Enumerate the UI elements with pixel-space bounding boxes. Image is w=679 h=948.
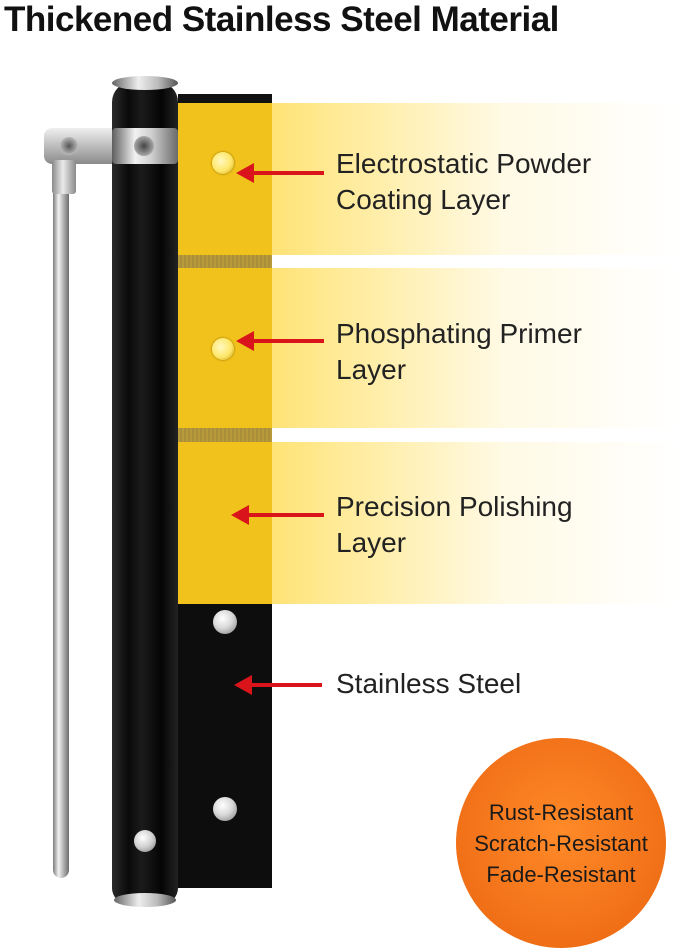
layer-divider-2 [178,428,272,442]
page-title: Thickened Stainless Steel Material [4,0,559,39]
layer-label-1-line2: Coating Layer [336,184,511,215]
plate-hole-2 [212,338,234,360]
plate-top-edge [178,94,272,103]
plate-hole-3 [213,610,237,634]
cylinder-rivet [134,830,156,852]
layer-label-1: Electrostatic Powder Coating Layer [336,146,591,218]
powder-coating-layer [178,103,272,255]
layer-label-3-line1: Precision Polishing [336,491,573,522]
layer-label-4: Stainless Steel [336,666,521,702]
cylinder-top-cap [112,76,178,90]
layer-label-2-line2: Layer [336,354,407,385]
rod-arm-screw-icon [60,137,78,155]
collar-screw-icon [134,136,154,156]
layer-divider-1 [178,255,272,268]
plate-hole-4 [213,797,237,821]
resistance-badge: Rust-Resistant Scratch-Resistant Fade-Re… [456,738,666,948]
layer-label-2-line1: Phosphating Primer [336,318,582,349]
plate-hole-1 [212,152,234,174]
badge-line-1: Rust-Resistant [488,799,634,825]
layer-label-1-line1: Electrostatic Powder [336,148,592,179]
stainless-steel-layer [178,604,272,888]
layer-label-4-line1: Stainless Steel [336,668,522,699]
layer-label-3-line2: Layer [336,527,407,558]
layer-label-2: Phosphating Primer Layer [336,316,582,388]
badge-line-2: Scratch-Resistant [474,830,648,856]
rod-joint [52,160,76,194]
hinge-rod [53,178,69,878]
cylinder-bottom-cap [114,893,176,907]
badge-line-3: Fade-Resistant [486,861,636,887]
polishing-layer [178,442,272,604]
hinge-cylinder [112,82,178,904]
layer-label-3: Precision Polishing Layer [336,489,573,561]
